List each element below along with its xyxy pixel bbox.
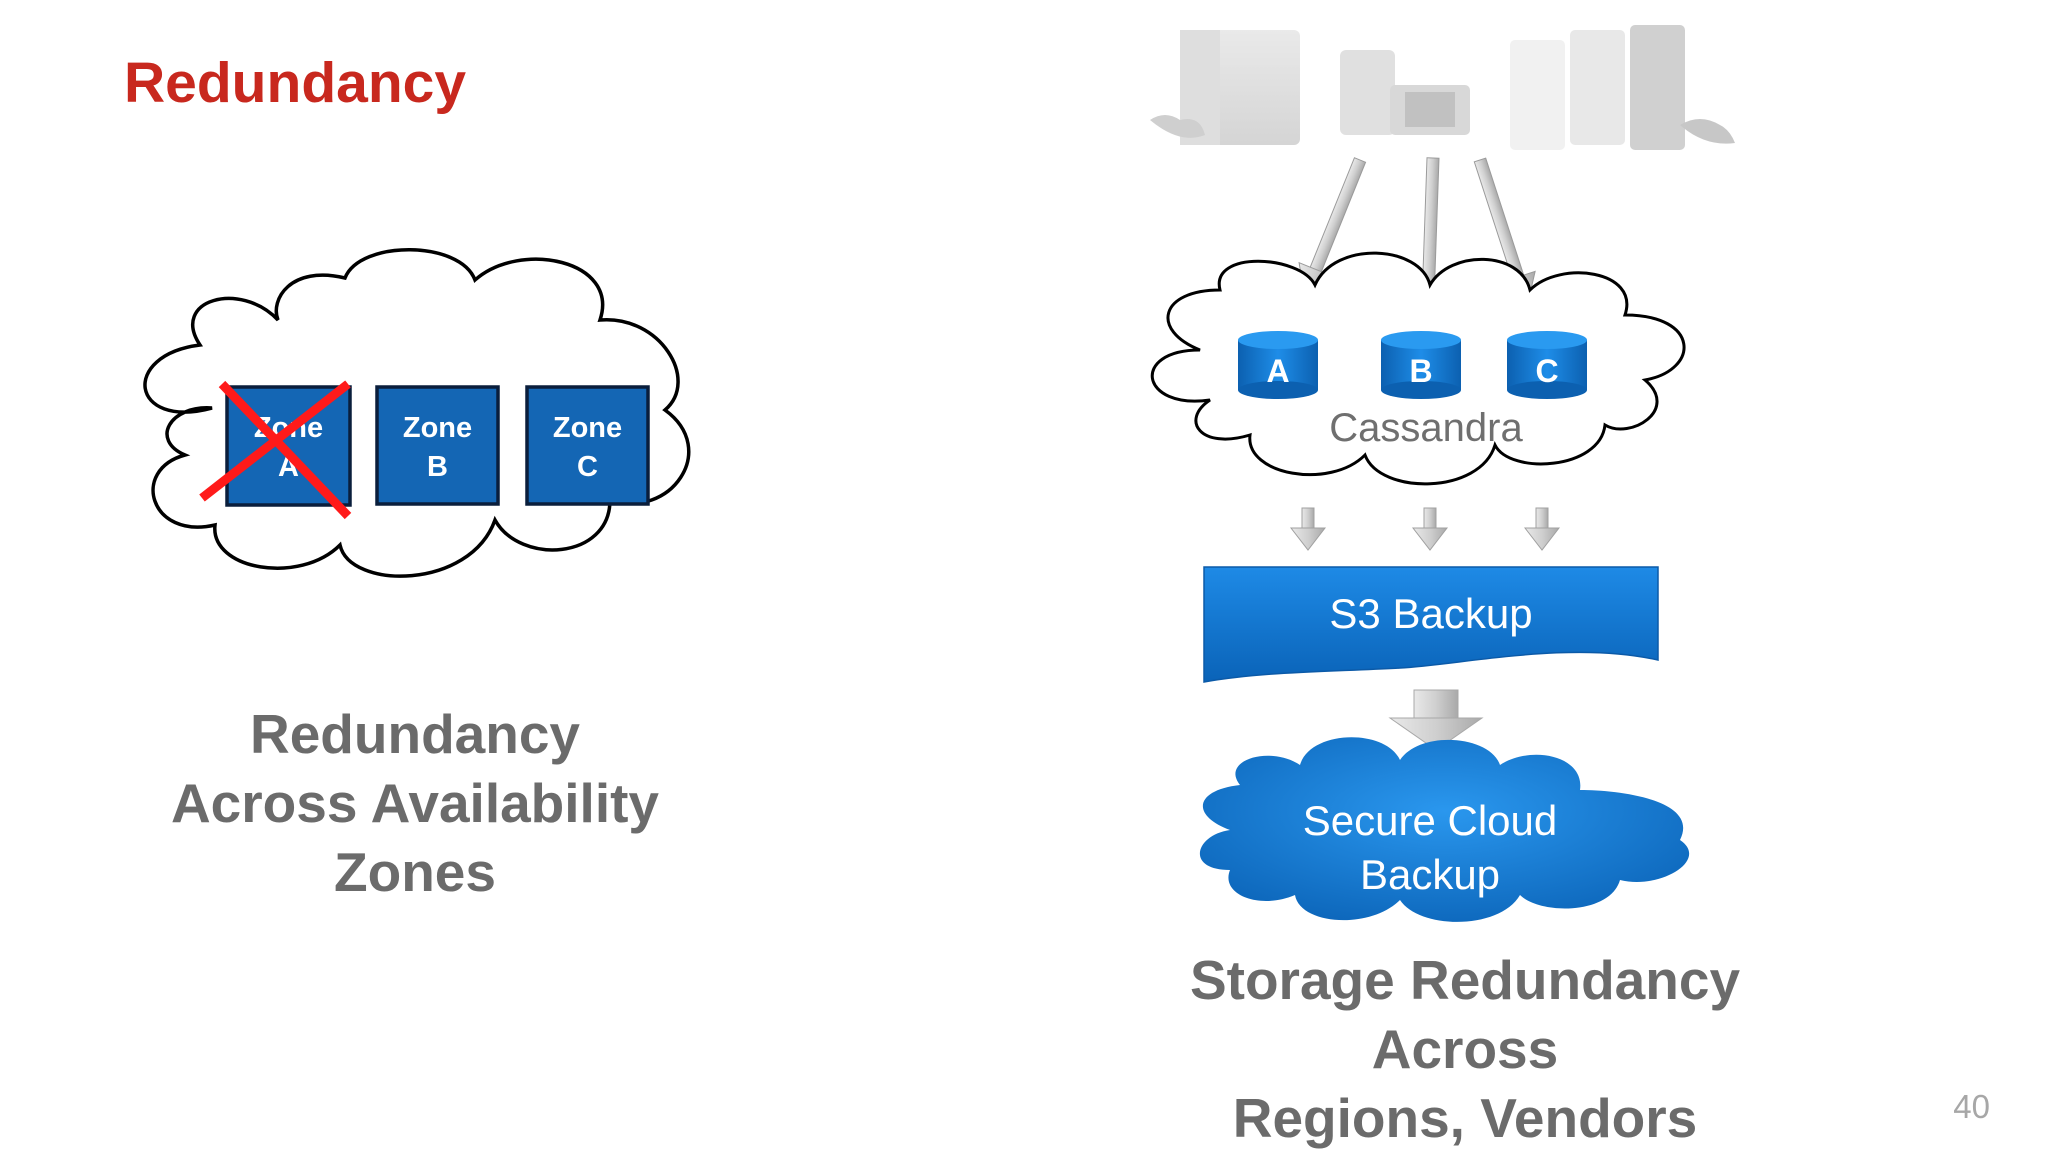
node-b-label: B	[1409, 353, 1432, 389]
zone-failed-x-icon	[199, 380, 352, 520]
availability-zone-diagram: Zone A Zone B Zone C	[139, 248, 691, 578]
cassandra-node-b: B	[1381, 331, 1461, 399]
zone-c-line1: Zone	[553, 412, 622, 444]
zone-c-box: Zone C	[525, 385, 650, 506]
zone-c-line2: C	[577, 451, 598, 483]
s3-to-secure-backup-arrow	[1388, 689, 1484, 751]
right-caption: Storage Redundancy Across Regions, Vendo…	[1110, 946, 1820, 1153]
right-caption-line-1: Storage Redundancy	[1189, 949, 1741, 1011]
cassandra-to-s3-arrows	[1289, 507, 1561, 551]
secure-backup-line-2: Backup	[1360, 851, 1500, 898]
secure-backup-line-1: Secure Cloud	[1303, 797, 1557, 844]
s3-backup-label: S3 Backup	[1329, 590, 1532, 637]
slide-title: Redundancy	[124, 51, 467, 115]
node-c-label: C	[1535, 353, 1558, 389]
cassandra-node-c: C	[1507, 331, 1587, 399]
storage-backup-diagram: A B C Cassandra S3 Backup	[1150, 25, 1735, 922]
s3-backup-block	[1203, 566, 1659, 683]
page-number: 40	[1953, 1088, 1990, 1125]
zone-b-box: Zone B	[375, 385, 500, 506]
zone-b-line1: Zone	[403, 412, 472, 444]
left-caption-line-3: Zones	[334, 841, 496, 903]
zone-b-line2: B	[427, 451, 448, 483]
left-caption-line-1: Redundancy	[249, 703, 581, 765]
left-caption: Redundancy Across Availability Zones	[115, 700, 715, 907]
game-consoles-and-devices-image	[1150, 25, 1735, 150]
left-caption-line-2: Across Availability	[170, 772, 660, 834]
cassandra-node-a: A	[1238, 331, 1318, 399]
right-caption-line-2: Across	[1371, 1018, 1559, 1080]
cassandra-label: Cassandra	[1329, 406, 1523, 450]
right-caption-line-3: Regions, Vendors	[1232, 1087, 1698, 1149]
secure-cloud-backup-cloud	[1199, 737, 1690, 922]
node-a-label: A	[1266, 353, 1289, 389]
